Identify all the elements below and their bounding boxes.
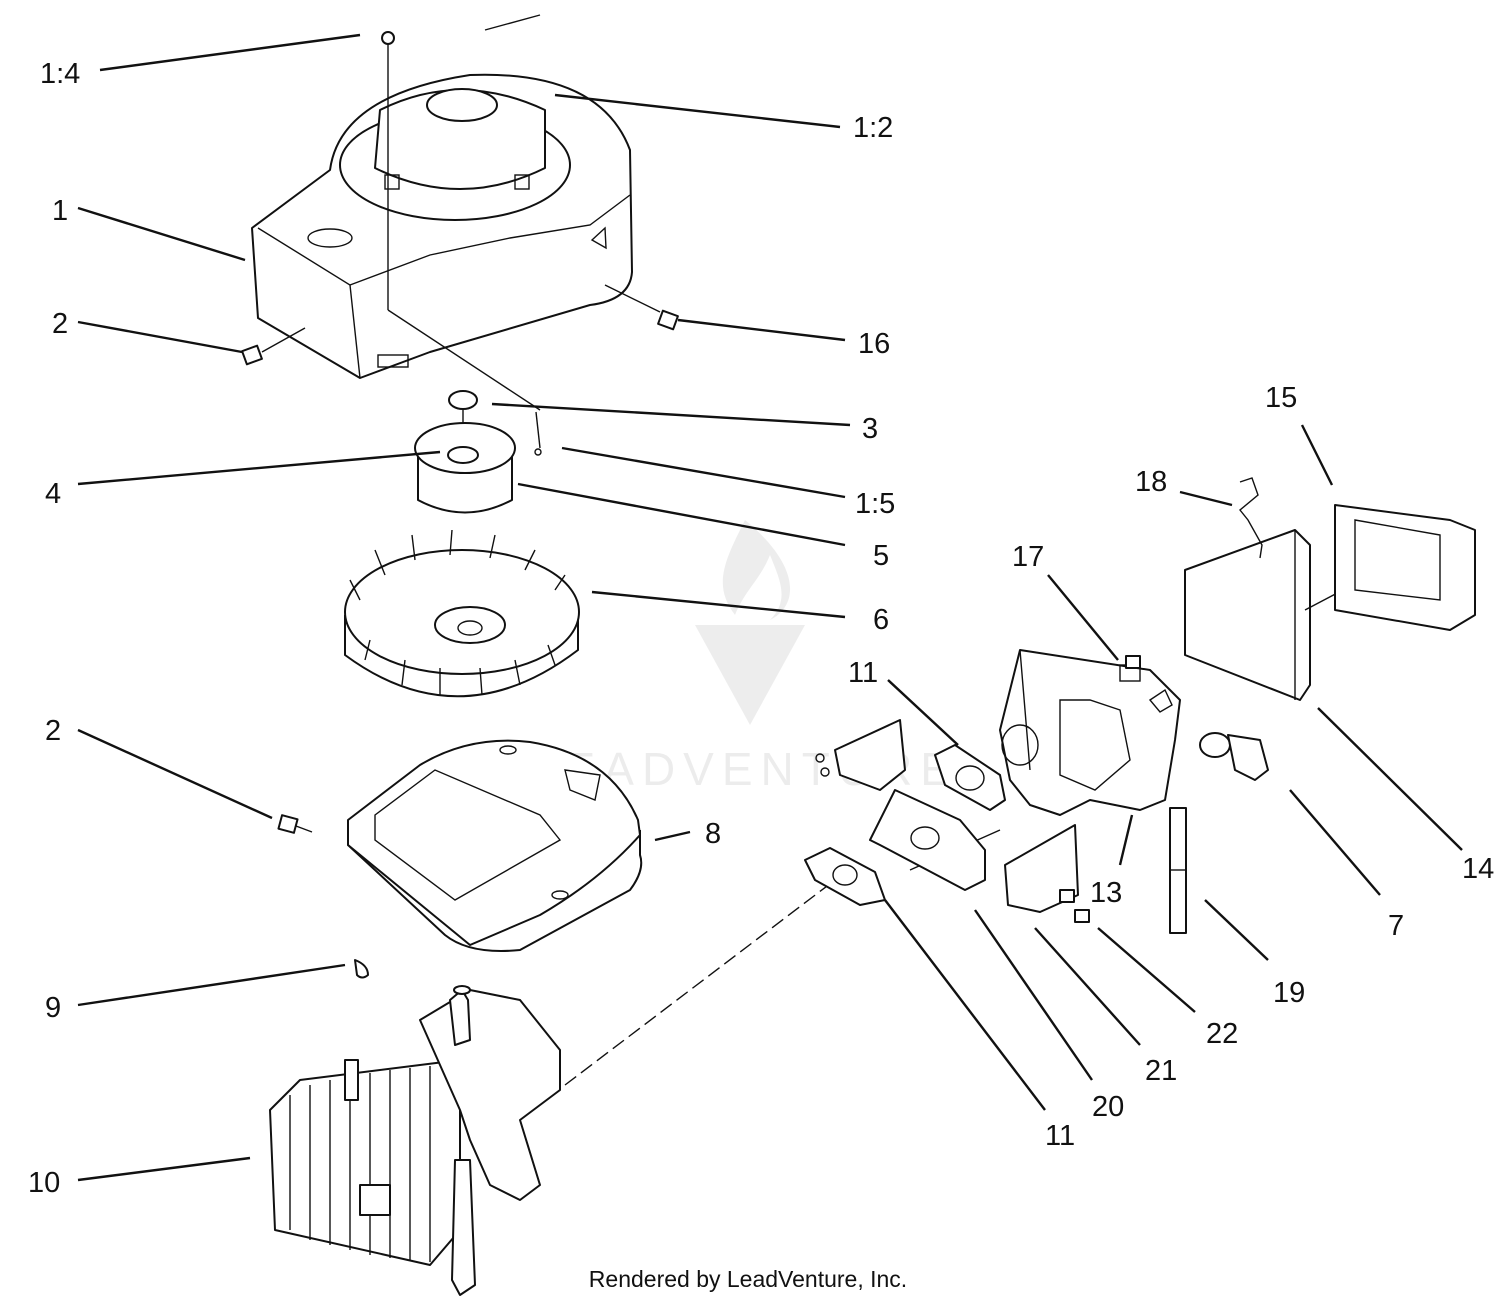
label-1-5: 1:5 bbox=[855, 488, 895, 520]
spring-clip bbox=[534, 411, 542, 456]
clip-18 bbox=[1239, 477, 1263, 559]
label-10: 10 bbox=[28, 1167, 60, 1199]
label-1-4: 1:4 bbox=[40, 58, 80, 90]
label-4: 4 bbox=[45, 478, 61, 510]
air-filter-14 bbox=[1184, 529, 1311, 701]
engine-block bbox=[269, 985, 561, 1296]
label-11-upper: 11 bbox=[848, 657, 878, 689]
label-15: 15 bbox=[1265, 382, 1297, 414]
label-8: 8 bbox=[705, 818, 721, 850]
label-16: 16 bbox=[858, 328, 890, 360]
heat-shield bbox=[815, 719, 906, 791]
label-11-lower: 11 bbox=[1045, 1120, 1075, 1152]
gasket-11-lower bbox=[804, 847, 886, 906]
label-6: 6 bbox=[873, 604, 889, 636]
label-17: 17 bbox=[1012, 541, 1044, 573]
screw-2-lower bbox=[277, 814, 313, 834]
filter-cover-15 bbox=[1334, 504, 1476, 631]
label-20: 20 bbox=[1092, 1091, 1124, 1123]
screw-16 bbox=[604, 284, 679, 331]
flywheel-key bbox=[354, 959, 369, 979]
label-13: 13 bbox=[1090, 877, 1122, 909]
starter-cup bbox=[414, 422, 516, 514]
label-2-lower: 2 bbox=[45, 715, 61, 747]
spacer-20 bbox=[869, 789, 986, 891]
leader-lines bbox=[77, 33, 1463, 1182]
label-14: 14 bbox=[1462, 853, 1494, 885]
label-21: 21 bbox=[1145, 1055, 1177, 1087]
fuel-tube-19 bbox=[1169, 807, 1187, 934]
label-7: 7 bbox=[1388, 910, 1404, 942]
primer-7 bbox=[1199, 732, 1269, 781]
blower-housing bbox=[251, 73, 633, 379]
label-5: 5 bbox=[873, 540, 889, 572]
label-9: 9 bbox=[45, 992, 61, 1024]
footer-credit: Rendered by LeadVenture, Inc. bbox=[589, 1266, 907, 1292]
dashed-alignment bbox=[564, 879, 836, 1086]
housing-screw bbox=[381, 31, 541, 411]
label-22: 22 bbox=[1206, 1018, 1238, 1050]
label-1-2: 1:2 bbox=[853, 112, 893, 144]
screw-17 bbox=[1125, 655, 1141, 669]
carburetor bbox=[999, 649, 1181, 816]
baffle-plate bbox=[347, 739, 643, 952]
screw-2-upper bbox=[241, 327, 306, 366]
flywheel bbox=[344, 529, 580, 698]
screws-22 bbox=[1059, 889, 1090, 923]
label-2-upper: 2 bbox=[52, 308, 68, 340]
label-19: 19 bbox=[1273, 977, 1305, 1009]
callout-labels: 1:4 1:2 1 2 16 3 1:5 4 5 6 2 8 9 10 15 1… bbox=[28, 58, 1494, 1199]
gasket-11-upper bbox=[934, 744, 1006, 811]
label-1: 1 bbox=[52, 195, 68, 227]
label-18: 18 bbox=[1135, 466, 1167, 498]
label-3: 3 bbox=[862, 413, 878, 445]
